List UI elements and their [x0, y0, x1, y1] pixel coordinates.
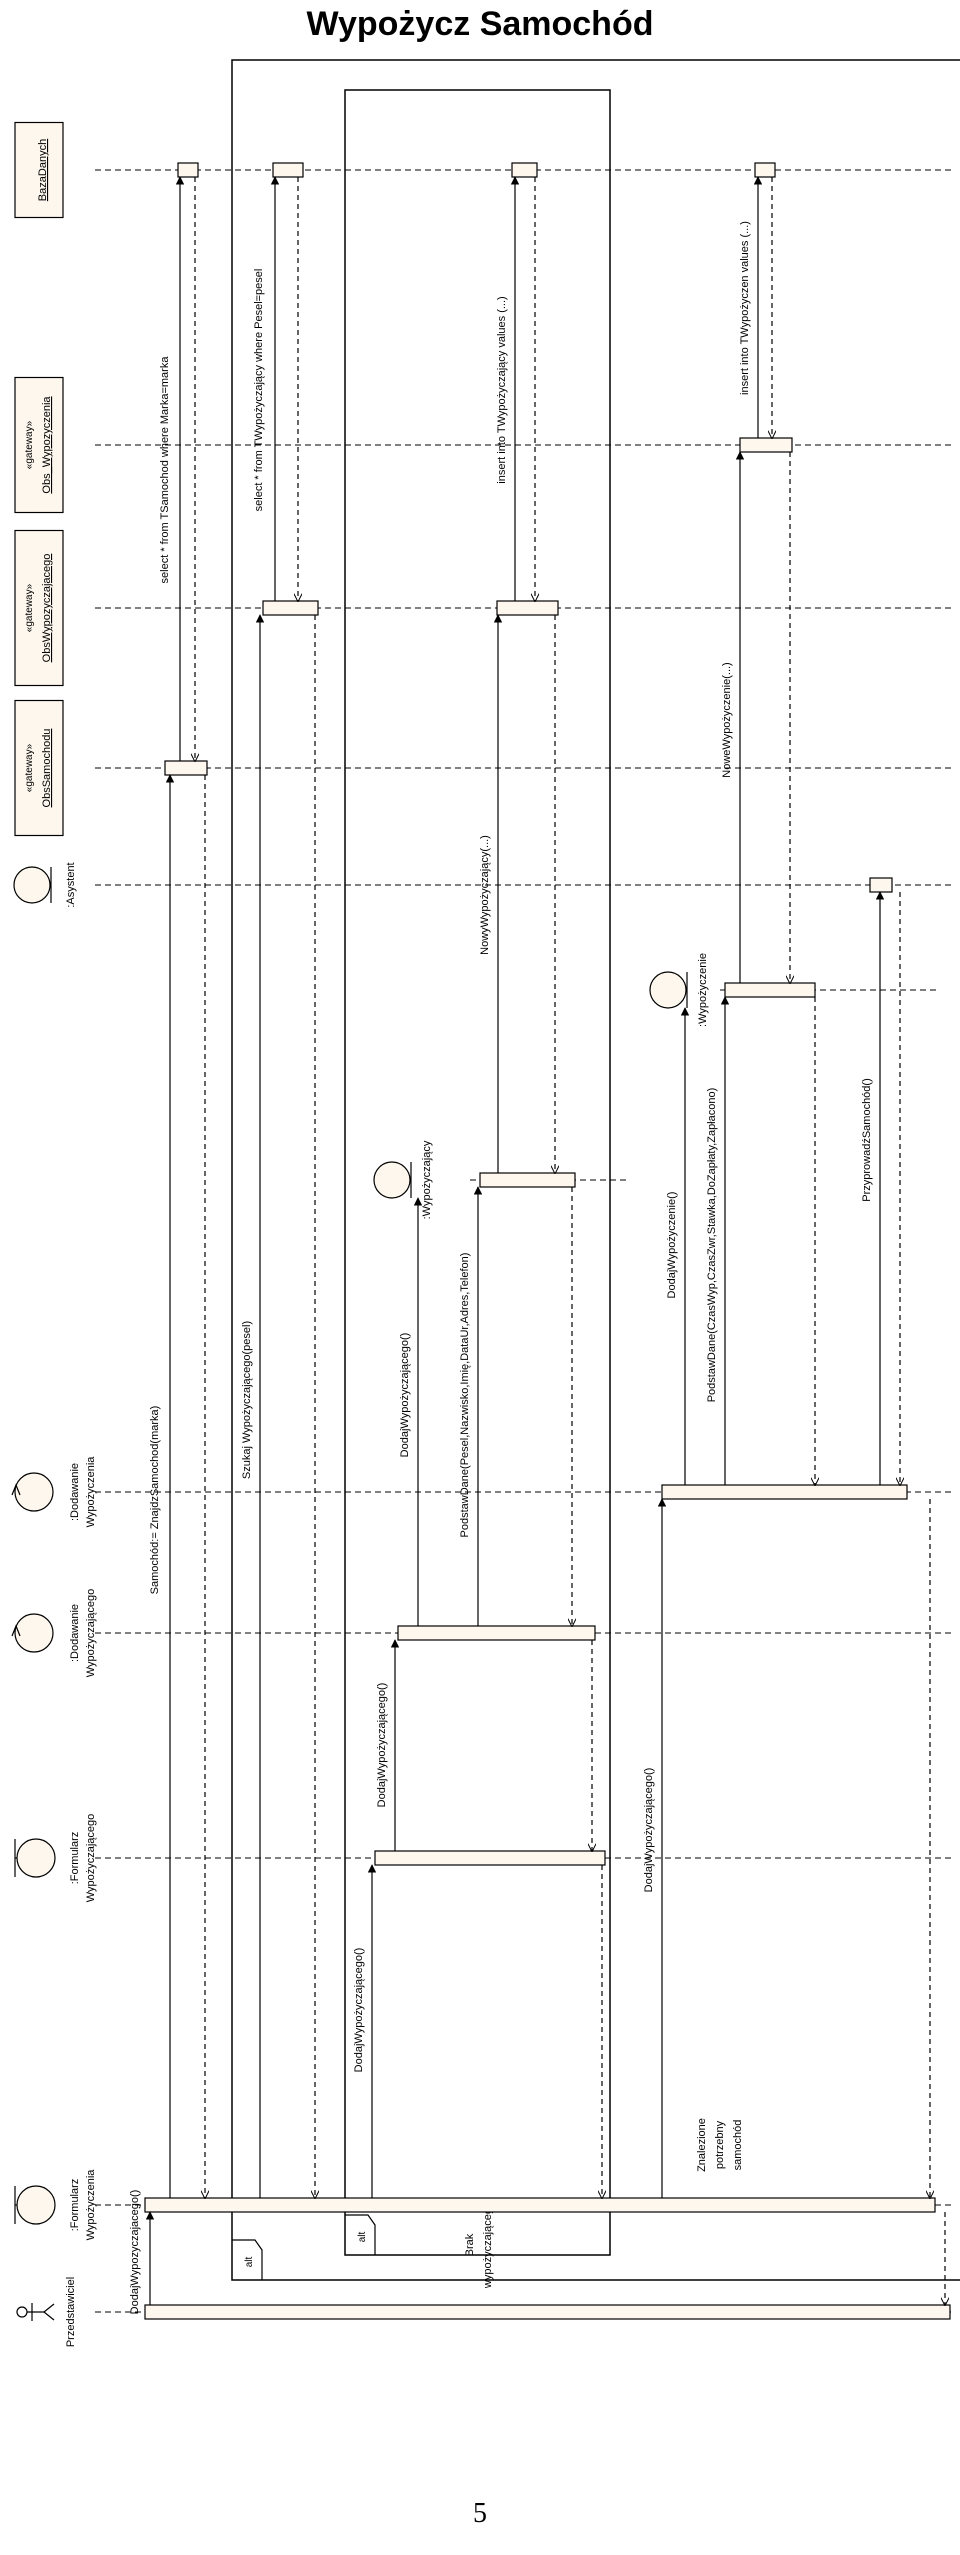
message-label-m8: DodajWypożyczającego() — [399, 1333, 411, 1458]
message-label-m7: DodajWypożyczającego() — [376, 1683, 388, 1808]
page-number: 5 — [473, 2498, 487, 2529]
actor-leg — [43, 2311, 55, 2321]
activation-fw — [144, 2197, 936, 2213]
message-label-m15: NoweWypożyczenie(...) — [721, 662, 733, 777]
alt-inner-tab — [345, 2214, 376, 2255]
lifeline-label-fwy: Wypożyczającego — [85, 1814, 97, 1903]
alt-outer-frame — [231, 59, 960, 2281]
activation-db — [177, 162, 199, 178]
message-label-m4: Szukaj Wypożyczającego(pesel) — [241, 1321, 253, 1479]
alt-outer-guard: Znalezione — [696, 2118, 708, 2172]
activation-fwy — [374, 1850, 606, 1866]
message-label-m5: select * from TWypożyczający where Pesel… — [253, 269, 265, 512]
message-label-m12: DodajWypożyczającego() — [643, 1768, 655, 1893]
activation-obs_sam — [164, 760, 208, 776]
control-icon-arrow — [11, 1483, 21, 1496]
activation-dw — [661, 1484, 908, 1500]
activation-kasjer — [144, 2304, 951, 2320]
boundary-icon — [16, 1838, 56, 1878]
lifeline-label-wyz: :Wypożyczający — [421, 1140, 433, 1219]
message-label-m9: PodstawDane(Pesel,Nazwisko,Imię,DataUr,A… — [459, 1253, 471, 1538]
alt-outer-label: alt — [244, 2256, 255, 2267]
alt-inner-guard: wypożyczającego — [482, 2202, 494, 2289]
message-label-m2: Samochód:= ZnajdzSamochod(marka) — [149, 1406, 161, 1595]
activation-obs_wy — [262, 600, 319, 616]
alt-outer-guard: potrzebny — [714, 2120, 726, 2169]
lifeline-box-db — [14, 121, 64, 219]
activation-db — [272, 162, 304, 178]
activation-dwy — [397, 1625, 596, 1641]
activation-obs_wy — [496, 600, 559, 616]
lifeline-label-fw: Wypożyczenia — [85, 2169, 97, 2241]
lifeline-box-obs_wy — [14, 529, 64, 687]
lifeline-label-obs_sam: ObsSamochodu — [41, 729, 53, 808]
lifeline-stereotype-obs_wy: «gateway» — [24, 583, 35, 632]
lifeline-label-asys: :Asystent — [65, 862, 77, 907]
lifeline-stereotype-obs_wyp: «gateway» — [24, 420, 35, 469]
alt-outer-tab — [232, 2239, 263, 2280]
lifeline-label-db: BazaDanych — [37, 139, 49, 201]
lifeline-label-dw: Wypożyczenia — [85, 1456, 97, 1528]
lifeline-label-fw: :Formularz — [69, 2179, 81, 2232]
control-icon-arrow — [11, 1624, 21, 1637]
lifeline-label-fwy: :Formularz — [69, 1832, 81, 1885]
message-label-m3: select * from TSamochod where Marka=mark… — [159, 356, 171, 584]
lifeline-label-dw: :Dodawanie — [69, 1463, 81, 1521]
lifeline-label-wyp: :Wypożyczenie — [697, 953, 709, 1027]
lifeline-label-dwy: :Dodawanie — [69, 1604, 81, 1662]
lifeline-box-obs_sam — [14, 699, 64, 837]
activation-wyp — [724, 982, 816, 998]
message-label-m1: DodajWypozyczajacego() — [129, 2190, 141, 2315]
activation-db — [511, 162, 538, 178]
lifeline-label-dwy: Wypożyczającego — [85, 1589, 97, 1678]
activation-asys — [869, 877, 893, 893]
message-label-m14: PodstawDane(CzasWyp,CzasZwr,Stawka,DoZap… — [706, 1088, 718, 1403]
entity-icon — [649, 971, 687, 1009]
message-label-m16: insert into TWypożyczen values (...) — [739, 221, 751, 395]
message-label-m6: DodajWypożyczającego() — [353, 1948, 365, 2073]
alt-inner-guard: Brak — [464, 2233, 476, 2256]
activation-wyz — [479, 1172, 576, 1188]
lifeline-label-obs_wy: ObsWypozyczajacego — [41, 554, 53, 663]
lifeline-label-kasjer: Przedstawiciel — [65, 2277, 77, 2347]
entity-icon — [13, 866, 51, 904]
message-label-m11: insert into TWypożyczający values (...) — [496, 296, 508, 483]
control-icon — [14, 1472, 54, 1512]
message-label-m13: DodajWypożyczenie() — [666, 1192, 678, 1299]
boundary-icon — [16, 2185, 56, 2225]
alt-inner-label: alt — [357, 2231, 368, 2242]
activation-obs_wyp — [739, 437, 793, 453]
activation-db — [754, 162, 776, 178]
lifeline-label-obs_wyp: Obs_Wypozyczenia — [41, 396, 53, 494]
entity-icon — [373, 1161, 411, 1199]
message-label-m10: NowyWypożyczający(...) — [479, 835, 491, 955]
alt-inner-frame — [344, 89, 611, 2256]
message-label-m17: PrzyprowadźSamochód() — [861, 1078, 873, 1202]
lifeline-stereotype-obs_sam: «gateway» — [24, 743, 35, 792]
control-icon — [14, 1613, 54, 1653]
alt-outer-guard: samochód — [732, 2120, 744, 2171]
actor-leg — [43, 2303, 55, 2313]
actor-icon — [16, 2306, 28, 2318]
page-title: Wypożycz Samochód — [306, 5, 654, 43]
lifeline-box-obs_wyp — [14, 376, 64, 514]
